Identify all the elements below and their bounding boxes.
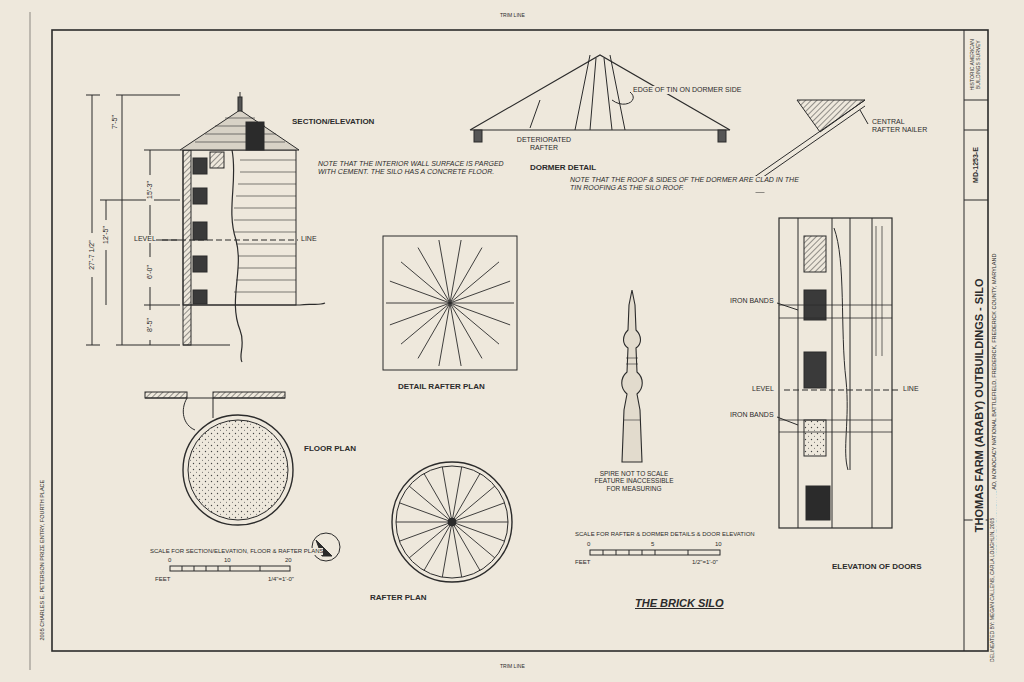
drawing-label: FEET [155, 576, 170, 583]
drawing-label: TRIM LINE [500, 664, 525, 670]
drawing-label: DETAIL RAFTER PLAN [398, 382, 485, 391]
rafter-line [452, 522, 505, 541]
rafter-line [450, 248, 482, 303]
drawing-label: 10 [715, 541, 722, 548]
drawing-label: TRIM LINE [500, 13, 525, 19]
drawing-label: 27'-7 1/2" [88, 233, 96, 277]
rafter-line [450, 281, 510, 303]
drawing-label: 5 [651, 541, 654, 548]
drawing-label: 2005 CHARLES E. PETERSON PRIZE ENTRY, FO… [39, 460, 45, 660]
drawing-label: SECTION/ELEVATION [292, 117, 374, 126]
drawing-label: DORMER DETAIL [530, 163, 596, 172]
rafter-line [450, 303, 461, 366]
drawing-label: LINE [903, 385, 919, 393]
drawing-label: LEVEL [752, 385, 774, 393]
drawing-label: NOTE THAT THE ROOF & SIDES OF THE DORMER… [570, 176, 810, 192]
drawing-label: HISTORIC AMERICAN BUILDINGS SURVEY [970, 32, 982, 98]
rafter-line [452, 503, 505, 522]
rafter-line [452, 486, 495, 522]
sheet-title: THOMAS FARM (ARABY) OUTBUILDINGS - SILO [973, 225, 986, 585]
drawing-label: 1/4"=1'-0" [268, 576, 294, 583]
rafter-line [452, 474, 480, 523]
drawing-label: LEVEL [134, 235, 156, 243]
drawing-label: 12'-5" [102, 220, 110, 250]
drawing-label: IRON BANDS [730, 297, 774, 305]
drawing-label: 8'-5" [146, 310, 154, 340]
drawing-label: 15'-3" [146, 175, 154, 205]
rafter-line [399, 503, 452, 522]
rafter-line [439, 240, 450, 303]
rafter-line [452, 522, 462, 577]
rafter-line [442, 467, 452, 522]
drawing-label: RAFTER PLAN [370, 593, 426, 602]
drawing-label: IRON BANDS [730, 411, 774, 419]
drawing-label: THE BRICK SILO [635, 597, 724, 610]
rafter-line [424, 522, 452, 571]
rafter-line [390, 303, 450, 325]
rafter-line [386, 303, 450, 304]
drawing-label: FEET [575, 559, 590, 566]
drawing-label: ELEVATION OF DOORS [832, 562, 921, 571]
drawing-label: SCALE FOR RAFTER & DORMER DETAILS & DOOR… [575, 531, 755, 538]
rafter-line [450, 262, 499, 303]
drawing-label: EDGE OF TIN ON DORMER SIDE [633, 86, 741, 94]
rafter-line [409, 486, 452, 522]
drawing-label: CENTRAL RAFTER NAILER [872, 118, 934, 134]
rafter-line [409, 522, 452, 558]
rafter-line [418, 303, 450, 358]
rafter-line [399, 522, 452, 541]
drawing-label: MD-1253-E [972, 133, 980, 197]
rafter-line [396, 522, 452, 523]
drawing-label: 20 [285, 557, 292, 564]
drawing-label: 0 [168, 557, 171, 564]
rafter-line [450, 303, 514, 304]
drawing-label: NOTE THAT THE INTERIOR WALL SURFACE IS P… [318, 160, 518, 176]
drawing-label: SPIRE NOT TO SCALE FEATURE INACCESSIBLE … [588, 470, 680, 492]
rafter-line [450, 303, 499, 344]
rafter-line [450, 303, 510, 325]
drawing-label: 10 [224, 557, 231, 564]
rafter-line [401, 303, 450, 344]
drawing-label: 6'-0" [146, 257, 154, 287]
drawing-label: DELINEATED BY: MEGAN CALLENS, CARLA LOUG… [990, 490, 996, 682]
rafter-line [390, 281, 450, 303]
drawing-label: FLOOR PLAN [304, 444, 356, 453]
drawing-label: 0 [587, 541, 590, 548]
drawing-label: 7'-5" [111, 107, 119, 137]
rafter-line [452, 522, 495, 558]
drawing-label: DETERIORATED RAFTER [506, 136, 582, 152]
drawing-label: SCALE FOR SECTION/ELEVATION, FLOOR & RAF… [150, 548, 323, 555]
rafter-line [452, 522, 508, 523]
drawing-label: 1/2"=1'-0" [692, 559, 718, 566]
drawing-label: LINE [301, 235, 317, 243]
rafter-line [401, 262, 450, 303]
